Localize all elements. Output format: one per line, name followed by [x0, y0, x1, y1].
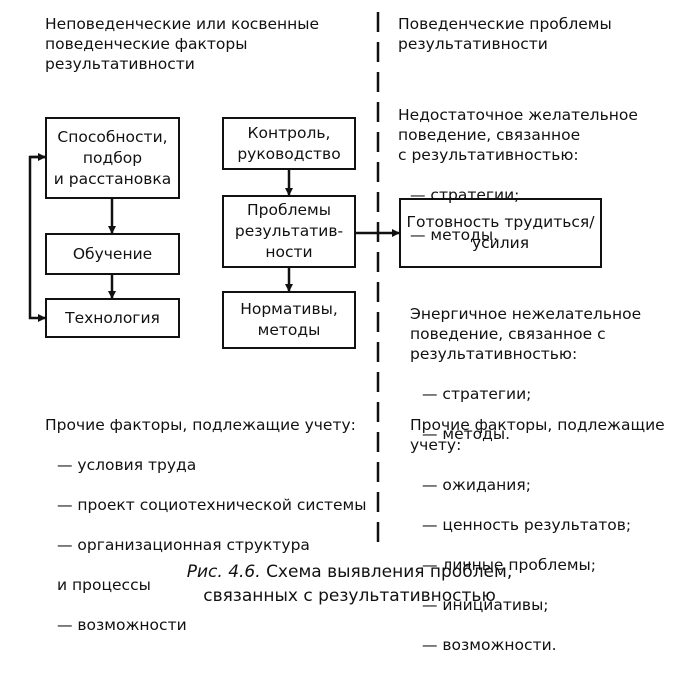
energetic-block: Энергичное нежелательное поведение, связ… [410, 284, 690, 464]
energetic-item: — методы. [422, 425, 511, 443]
caption-figure-number: Рис. 4.6. [186, 562, 261, 582]
right-other-item: — личные проблемы; [422, 556, 597, 574]
caption-line1: Схема выявления проблем, [266, 562, 513, 582]
caption-line2: связанных с результативностью [203, 586, 496, 606]
box-technology: Технология [45, 298, 180, 338]
left-other-title: Прочие факторы, подлежащие учету: [45, 416, 356, 434]
insufficient-block: Недостаточное желательное поведение, свя… [398, 85, 688, 265]
left-other-item: — проект социотехнической системы [57, 496, 367, 514]
left-header: Неповеденческие или косвенные поведенчес… [45, 15, 320, 73]
box-training: Обучение [45, 233, 180, 275]
box-norms: Нормативы, методы [222, 291, 356, 349]
figure-caption: Рис. 4.6. Схема выявления проблем, связа… [0, 560, 699, 608]
left-other-item: и процессы [57, 576, 151, 594]
right-other-item: — возможности. [422, 636, 557, 654]
box-control: Контроль, руководство [222, 117, 356, 170]
box-readiness-label: Готовность трудиться/ усилия [406, 213, 595, 252]
box-readiness: Готовность трудиться/ усилия [399, 198, 602, 268]
left-other-item: — условия труда [57, 456, 197, 474]
right-header: Поведенческие проблемы результативности [398, 15, 612, 53]
left-other-item: — организационная структура [57, 536, 310, 554]
energetic-item: — стратегии; [422, 385, 532, 403]
right-other-title: Прочие факторы, подлежащие учету: [410, 416, 665, 454]
right-other-item: — инициативы; [422, 596, 549, 614]
bracket-line [28, 155, 46, 322]
box-norms-label: Нормативы, методы [240, 300, 338, 339]
box-training-label: Обучение [72, 244, 153, 263]
right-other-block: Прочие факторы, подлежащие учету: — ожид… [410, 395, 690, 675]
insufficient-title: Недостаточное желательное поведение, свя… [398, 106, 638, 164]
left-other-block: Прочие факторы, подлежащие учету: — усло… [45, 395, 375, 655]
right-other-item: — ожидания; [422, 476, 531, 494]
box-technology-label: Технология [65, 308, 160, 327]
left-other-item: — возможности [57, 616, 187, 634]
box-problems-label: Проблемы результатив- ности [234, 201, 344, 261]
connectors [28, 12, 400, 545]
insufficient-item: — методы. [410, 226, 499, 244]
energetic-title: Энергичное нежелательное поведение, связ… [410, 305, 642, 363]
box-abilities-label: Способности, подбор и расстановка [53, 127, 172, 188]
box-abilities: Способности, подбор и расстановка [45, 117, 180, 199]
box-control-label: Контроль, руководство [237, 123, 341, 163]
right-other-item: — ценность результатов; [422, 516, 632, 534]
box-problems: Проблемы результатив- ности [222, 195, 356, 268]
insufficient-item: — стратегии; [410, 186, 520, 204]
